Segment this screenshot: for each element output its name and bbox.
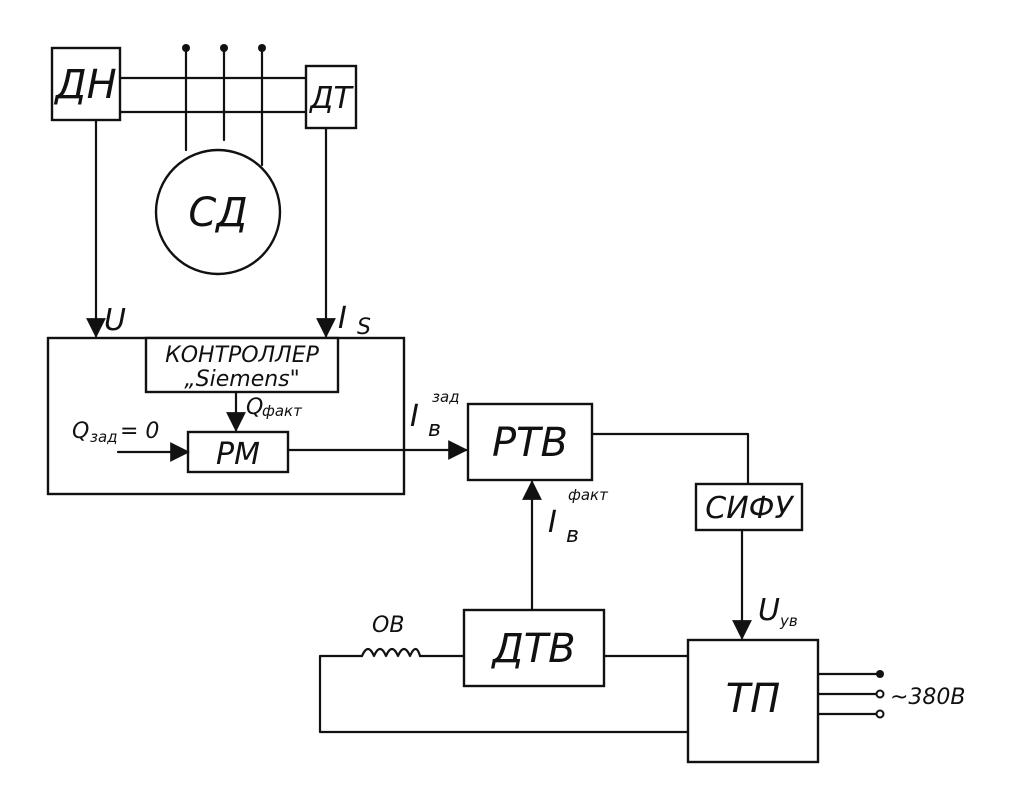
svg-text:= 0: = 0 bbox=[120, 419, 159, 444]
terminal-dot bbox=[220, 44, 228, 52]
u-uv-label: U ув bbox=[758, 593, 798, 630]
ov-label: ОВ bbox=[372, 613, 404, 638]
dn-block: ДН bbox=[50, 46, 122, 122]
ib-zad-label: I в зад bbox=[410, 388, 460, 442]
rtv-block: РТВ bbox=[466, 402, 594, 482]
controller-label-line1: КОНТРОЛЛЕР bbox=[165, 343, 319, 368]
terminal-dot bbox=[875, 709, 885, 719]
svg-text:ув: ув bbox=[779, 612, 798, 630]
sd-motor: СД bbox=[154, 148, 282, 276]
is-label: I S bbox=[338, 301, 371, 340]
dtv-label: ДТВ bbox=[490, 626, 575, 672]
svg-text:факт: факт bbox=[262, 402, 303, 420]
svg-text:факт: факт bbox=[568, 486, 609, 504]
rtv-sifu-wire bbox=[590, 432, 750, 486]
svg-text:S: S bbox=[357, 315, 371, 340]
terminal-dot bbox=[875, 689, 885, 699]
dtv-block: ДТВ bbox=[462, 608, 606, 688]
dt-block: ДТ bbox=[304, 64, 358, 130]
pm-label: РМ bbox=[216, 437, 260, 472]
svg-text:I: I bbox=[410, 399, 419, 434]
terminal-dot bbox=[182, 44, 190, 52]
controller-label-line2: „Siemens" bbox=[184, 367, 300, 392]
u-label: U bbox=[104, 303, 126, 338]
ov-return-wire bbox=[318, 654, 690, 734]
sifu-label: СИФУ bbox=[705, 491, 794, 526]
rtv-label: РТВ bbox=[492, 420, 568, 466]
q-fact-label: Q факт bbox=[246, 395, 303, 420]
controller-block: КОНТРОЛЛЕР „Siemens" bbox=[144, 336, 340, 394]
q-zad-label: Q зад = 0 bbox=[72, 419, 159, 446]
sd-label: СД bbox=[188, 190, 247, 236]
svg-text:I: I bbox=[548, 505, 557, 540]
dt-label: ДТ bbox=[308, 81, 354, 116]
tp-label: ТП bbox=[726, 676, 781, 722]
tp-block: ТП bbox=[686, 638, 820, 764]
sifu-block: СИФУ bbox=[694, 482, 804, 532]
terminal-dot bbox=[876, 670, 884, 678]
ib-fact-label: I в факт bbox=[548, 486, 609, 548]
ov-coil bbox=[360, 647, 422, 658]
svg-text:U: U bbox=[758, 593, 780, 628]
svg-text:зад: зад bbox=[90, 428, 118, 446]
svg-text:I: I bbox=[338, 301, 347, 336]
svg-text:в: в bbox=[428, 417, 441, 442]
terminal-dot bbox=[258, 44, 266, 52]
supply-lines bbox=[816, 670, 885, 719]
three-phase-lines bbox=[182, 44, 266, 167]
supply-label: ~380В bbox=[890, 685, 966, 710]
svg-text:зад: зад bbox=[432, 388, 460, 406]
svg-text:в: в bbox=[566, 523, 579, 548]
pm-block: РМ bbox=[186, 430, 290, 474]
svg-text:Q: Q bbox=[72, 419, 89, 444]
dn-label: ДН bbox=[53, 62, 116, 108]
svg-text:Q: Q bbox=[246, 395, 263, 420]
